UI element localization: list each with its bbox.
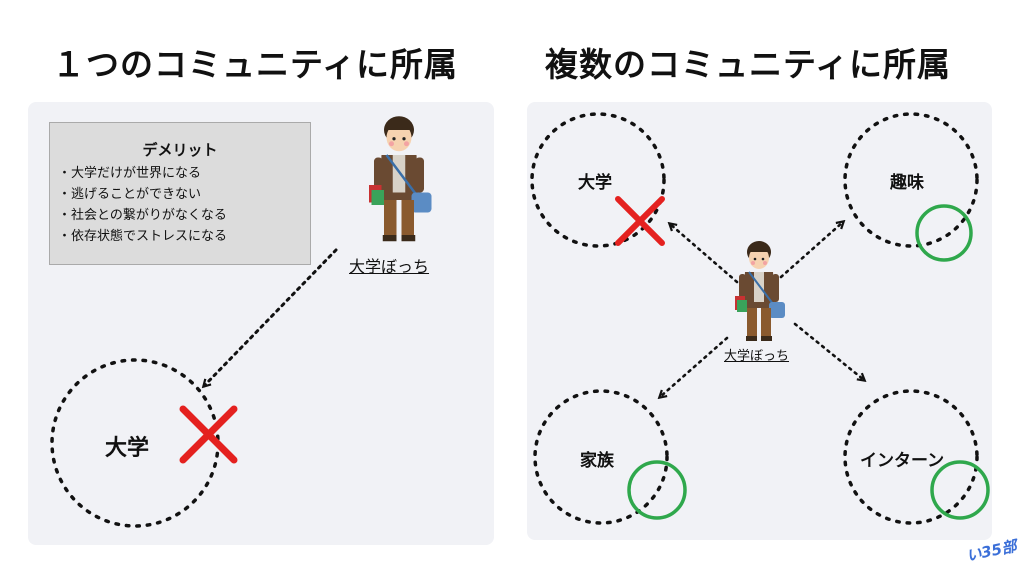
demerit-item: ・社会との繋がりがなくなる (58, 208, 227, 223)
student-label: 大学ぼっち (724, 349, 790, 364)
arrow-to-hobby (779, 222, 843, 279)
demerit-list: ・大学だけが世界になる ・逃げることができない ・社会との繋がりがなくなる ・依… (58, 163, 310, 247)
community-label-family: 家族 (580, 451, 614, 471)
community-circle-hobby (843, 112, 979, 248)
demerit-heading: デメリット (142, 141, 218, 159)
cross-icon (615, 196, 665, 246)
demerit-item: ・依存状態でストレスになる (58, 229, 228, 244)
community-label-internship: インターン (860, 451, 945, 471)
ok-circle-icon (915, 204, 973, 262)
right-title: 複数のコミュニティに所属 (545, 45, 952, 84)
student-icon (367, 115, 433, 243)
arrow-to-community (204, 248, 338, 386)
right-panel (527, 102, 992, 540)
community-circle-university (530, 112, 666, 248)
ok-circle-icon (627, 460, 687, 520)
arrow-to-family (660, 336, 729, 397)
community-label-university: 大学 (105, 436, 150, 461)
arrow-to-university (670, 224, 739, 284)
student-label: 大学ぼっち (349, 257, 430, 276)
community-circle-family (533, 389, 669, 525)
student-icon (734, 240, 786, 342)
ok-circle-icon (930, 460, 990, 520)
community-label-hobby: 趣味 (890, 173, 924, 193)
demerit-item: ・大学だけが世界になる (58, 166, 202, 181)
cross-icon (179, 405, 238, 464)
arrow-to-internship (793, 322, 864, 380)
community-label-university: 大学 (578, 173, 612, 193)
demerit-box: デメリット ・大学だけが世界になる ・逃げることができない ・社会との繋がりがな… (49, 122, 311, 265)
demerit-item: ・逃げることができない (58, 187, 202, 202)
left-title: １つのコミュニティに所属 (52, 45, 459, 84)
community-circle-internship (843, 389, 979, 525)
